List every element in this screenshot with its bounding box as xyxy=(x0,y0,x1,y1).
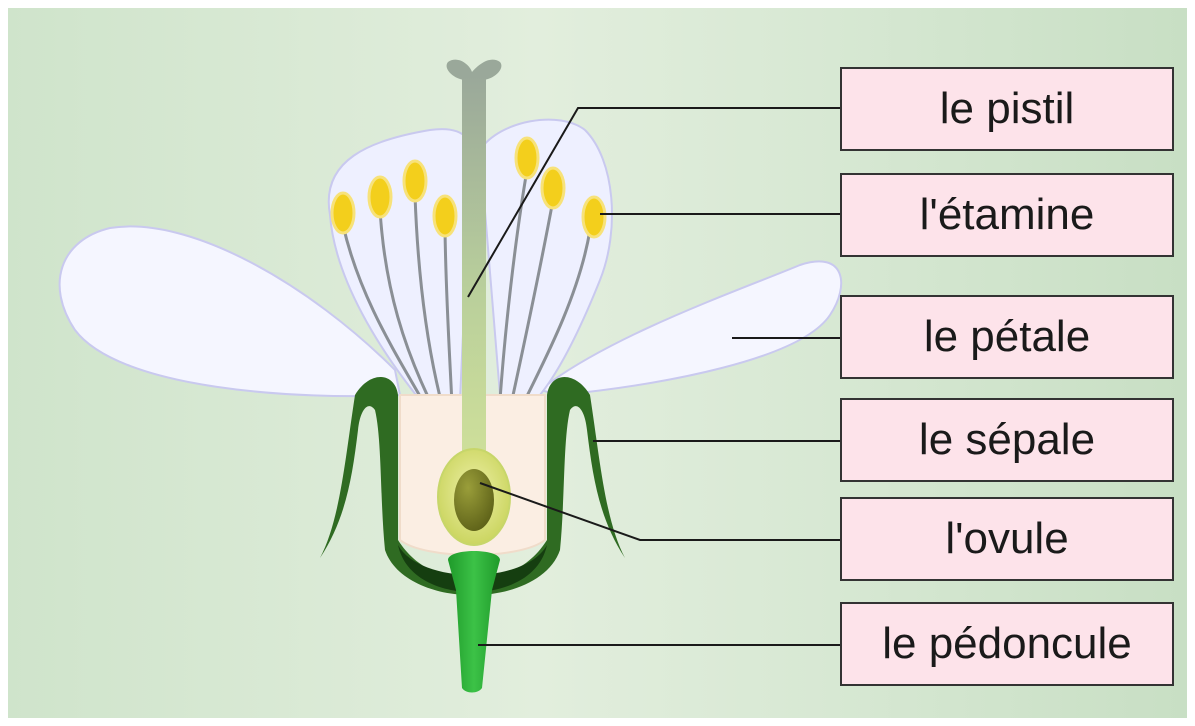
anther xyxy=(542,168,564,208)
label-petale-text: le pétale xyxy=(924,312,1090,362)
anther xyxy=(434,196,456,236)
label-etamine-text: l'étamine xyxy=(920,190,1095,240)
label-pistil: le pistil xyxy=(840,67,1174,151)
label-pedoncule-text: le pédoncule xyxy=(882,619,1132,669)
label-sepale: le sépale xyxy=(840,398,1174,482)
peduncle xyxy=(448,551,500,693)
label-petale: le pétale xyxy=(840,295,1174,379)
ovule-shape xyxy=(454,469,494,531)
anther xyxy=(332,193,354,233)
anther xyxy=(369,177,391,217)
label-pedoncule: le pédoncule xyxy=(840,602,1174,686)
label-ovule: l'ovule xyxy=(840,497,1174,581)
label-ovule-text: l'ovule xyxy=(945,514,1068,564)
style xyxy=(462,75,486,465)
label-sepale-text: le sépale xyxy=(919,415,1095,465)
label-pistil-text: le pistil xyxy=(940,84,1075,134)
label-etamine: l'étamine xyxy=(840,173,1174,257)
anther xyxy=(583,197,605,237)
anther xyxy=(516,138,538,178)
anther xyxy=(404,161,426,201)
